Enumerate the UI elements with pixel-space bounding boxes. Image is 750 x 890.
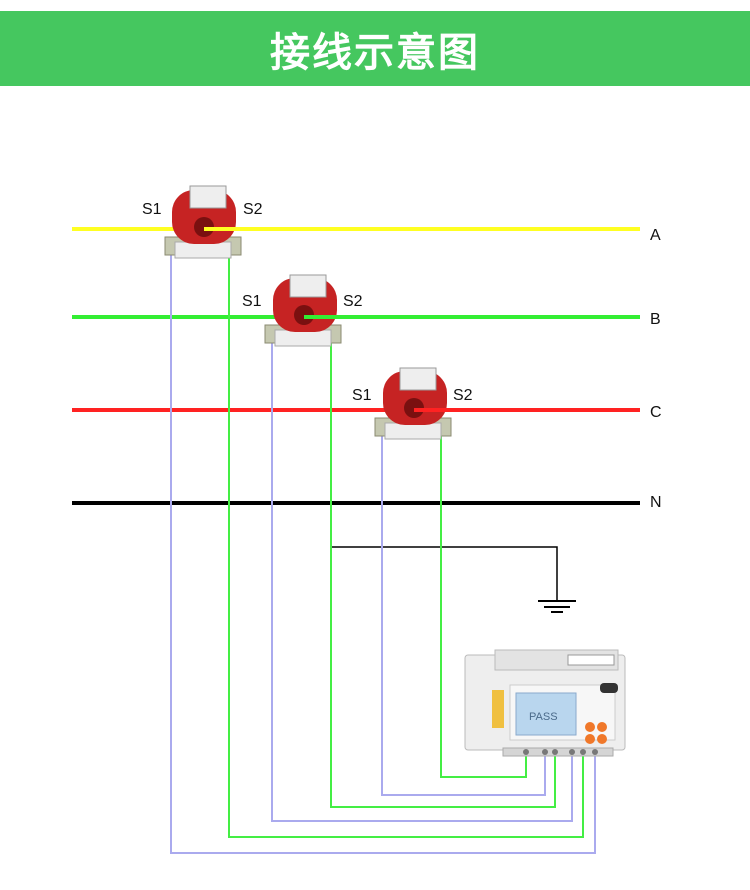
page-title: 接线示意图 [270, 29, 480, 76]
ct-b-s2-label: S2 [343, 293, 363, 310]
wire-b-s2 [330, 334, 556, 808]
ct-c-s1-label: S1 [352, 387, 372, 404]
ct-a-s1-label: S1 [142, 201, 162, 218]
s1-wires [170, 246, 596, 854]
ground-wire [331, 546, 558, 600]
line-label-a: A [650, 227, 661, 244]
meter-display-text: PASS [529, 711, 558, 723]
wire-c-s1 [381, 427, 546, 796]
line-label-c: C [650, 404, 662, 421]
wire-b-s1 [271, 334, 573, 822]
energy-meter-icon: PASS [464, 649, 626, 757]
wire-c-s2 [440, 427, 527, 778]
ct-phase-b [264, 274, 385, 347]
ct-c-s2-label: S2 [453, 387, 473, 404]
ct-phase-a [164, 185, 280, 259]
line-label-n: N [650, 494, 662, 511]
line-label-b: B [650, 311, 661, 328]
ct-phase-c [374, 367, 490, 440]
ground-icon [538, 600, 576, 613]
wire-a-s1 [170, 246, 596, 854]
ct-a-s2-label: S2 [243, 201, 263, 218]
ct-b-s1-label: S1 [242, 293, 262, 310]
wire-a-s2 [228, 246, 584, 838]
header-banner: 接线示意图 [0, 11, 750, 86]
s2-wires [228, 246, 584, 838]
